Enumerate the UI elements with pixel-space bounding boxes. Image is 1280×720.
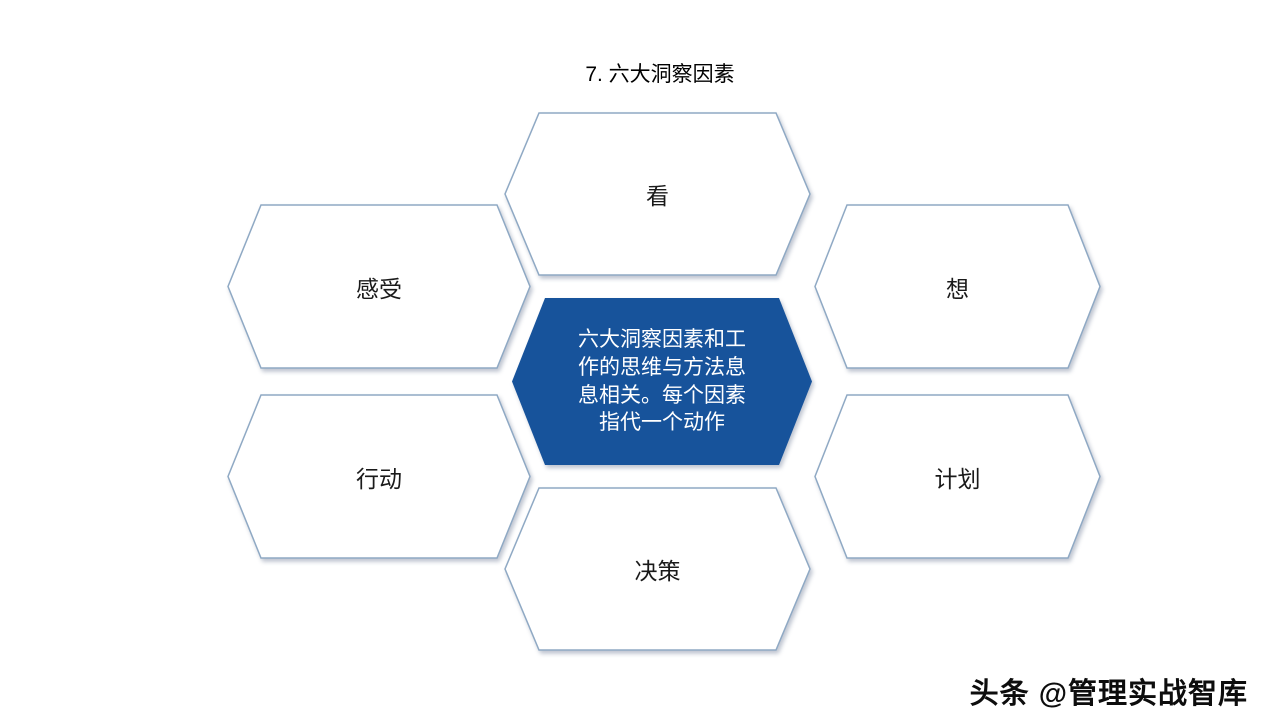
- hexagon-feel: 感受: [227, 204, 531, 369]
- hexagon-act-label: 行动: [356, 465, 402, 492]
- hexagon-center-shape: [512, 298, 812, 465]
- hexagon-act: 行动: [227, 394, 531, 559]
- hexagon-act-shape: [227, 394, 531, 559]
- hexagon-look: 看: [504, 112, 811, 276]
- hexagon-center-text: 六大洞察因素和工作的思维与方法息息相关。每个因素指代一个动作: [578, 328, 746, 435]
- hexagon-think: 想: [814, 204, 1101, 369]
- hexagon-center-label: 六大洞察因素和工作的思维与方法息息相关。每个因素指代一个动作: [512, 298, 812, 465]
- hexagon-decide-label: 决策: [634, 558, 681, 584]
- watermark-text: 头条 @管理实战智库: [969, 678, 1248, 710]
- hexagon-look-label: 看: [646, 183, 669, 209]
- hexagon-decide-shape: [504, 487, 811, 651]
- hexagon-feel-label: 感受: [356, 275, 402, 302]
- hexagon-decide: 决策: [504, 487, 811, 651]
- hexagon-think-shape: [814, 204, 1101, 369]
- hexagon-feel-shape: [227, 204, 531, 369]
- page-title: 7. 六大洞察因素: [585, 63, 735, 86]
- hexagon-think-label: 想: [946, 275, 969, 302]
- hexagon-plan: 计划: [814, 394, 1101, 559]
- hexagon-look-shape: [504, 112, 811, 276]
- hexagon-center: 六大洞察因素和工作的思维与方法息息相关。每个因素指代一个动作: [512, 298, 812, 465]
- hexagon-plan-shape: [814, 394, 1101, 559]
- hexagon-plan-label: 计划: [934, 465, 981, 492]
